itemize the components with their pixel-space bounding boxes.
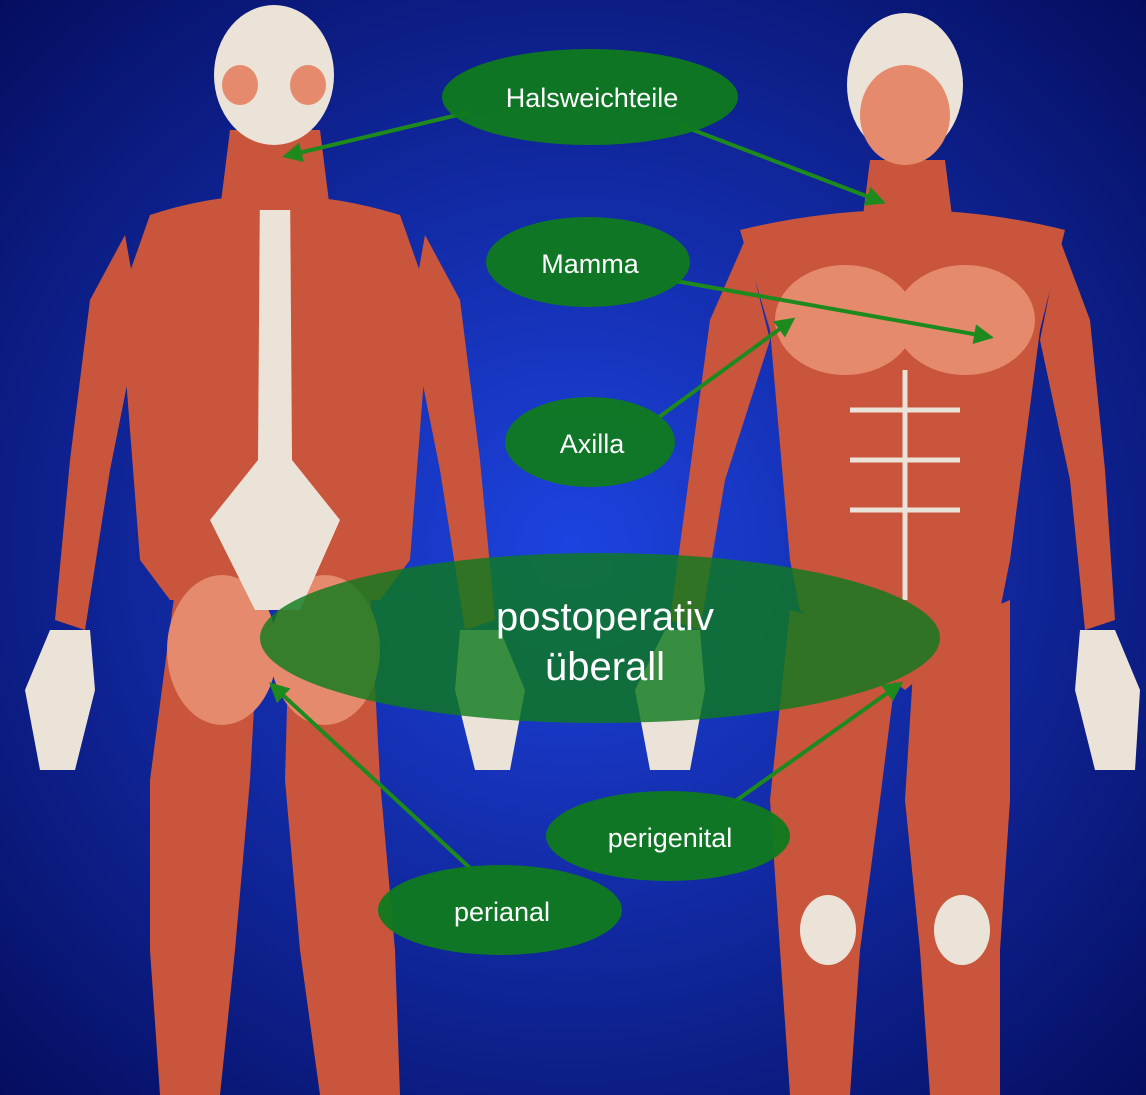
label-breast: Mamma <box>486 217 690 307</box>
label-postop-line2: überall <box>545 645 665 689</box>
label-perianal: perianal <box>378 865 622 955</box>
label-breast-text: Mamma <box>541 249 639 279</box>
label-neck: Halsweichteile <box>442 49 738 145</box>
label-perigenital: perigenital <box>546 791 790 881</box>
label-perigenital-text: perigenital <box>608 823 733 853</box>
label-postoperative: postoperativ überall <box>260 553 940 723</box>
label-axilla-text: Axilla <box>560 429 626 459</box>
label-postop-line1: postoperativ <box>496 595 714 639</box>
label-perianal-text: perianal <box>454 897 550 927</box>
label-axilla: Axilla <box>505 397 675 487</box>
label-neck-text: Halsweichteile <box>506 83 679 113</box>
